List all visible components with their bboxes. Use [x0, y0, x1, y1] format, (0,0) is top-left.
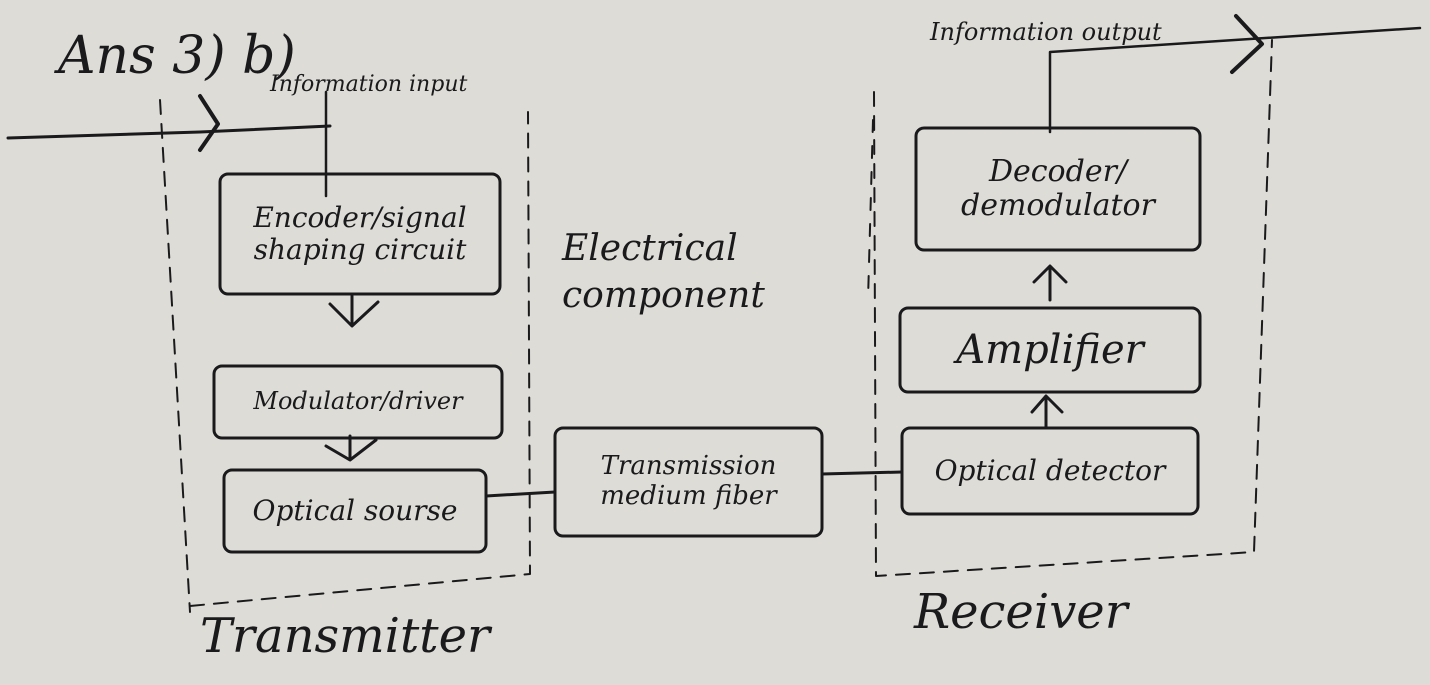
- input-arrow-icon: [198, 94, 220, 152]
- optical-source-label: Optical sourse: [252, 493, 458, 527]
- fiber-label: Transmission medium fiber: [600, 451, 777, 511]
- receiver-label: Receiver: [914, 584, 1128, 640]
- encoder-box-outline: [218, 172, 502, 296]
- electrical-component-label: Electrical component: [562, 228, 765, 316]
- arrow-up-icon: [1032, 264, 1068, 302]
- decoder-box-outline: [914, 126, 1202, 252]
- detector-block: Optical detector: [902, 428, 1198, 514]
- receiver-boundary: [873, 39, 1273, 577]
- encoder-block: Encoder/signal shaping circuit: [220, 174, 500, 294]
- arrow-down-icon: [328, 294, 380, 328]
- transmitter-label: Transmitter: [200, 608, 490, 664]
- fiber-to-detector-line: [820, 470, 904, 476]
- decoder-block: Decoder/ demodulator: [916, 128, 1200, 250]
- modulator-label: Modulator/driver: [253, 387, 463, 416]
- detector-box-outline: [900, 426, 1200, 516]
- detector-label: Optical detector: [934, 453, 1166, 487]
- modulator-box-outline: [212, 364, 504, 440]
- output-line: [1048, 26, 1422, 134]
- input-label: Information input: [270, 72, 468, 97]
- input-line: [6, 124, 332, 140]
- decoder-label: Decoder/ demodulator: [961, 153, 1155, 223]
- output-arrow-icon: [1230, 14, 1264, 74]
- amplifier-box-outline: [898, 306, 1202, 394]
- encoder-label: Encoder/signal shaping circuit: [253, 200, 467, 266]
- output-label: Information output: [930, 18, 1162, 46]
- source-to-fiber-line: [484, 490, 557, 498]
- optical-source-box-outline: [222, 468, 488, 554]
- amplifier-block: Amplifier: [900, 308, 1200, 392]
- arrow-down-icon: [324, 434, 378, 462]
- middle-dashed-line: [867, 119, 874, 301]
- fiber-box-outline: [553, 426, 824, 538]
- modulator-block: Modulator/driver: [214, 366, 502, 438]
- transmitter-boundary: [159, 99, 531, 613]
- optical-source-block: Optical sourse: [224, 470, 486, 552]
- heading: Ans 3) b): [58, 26, 296, 86]
- fiber-block: Transmission medium fiber: [555, 428, 822, 536]
- amplifier-label: Amplifier: [956, 327, 1144, 373]
- arrow-up-icon: [1030, 394, 1064, 430]
